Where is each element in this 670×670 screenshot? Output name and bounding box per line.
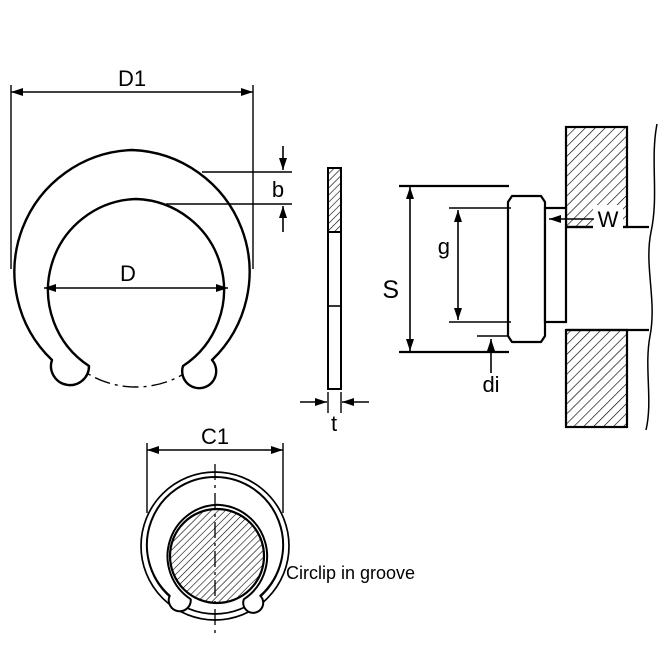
dimension-label-t: t bbox=[331, 411, 337, 436]
dimension-label-c1: C1 bbox=[201, 424, 229, 449]
dimension-c1: C1 bbox=[146, 424, 284, 513]
dimension-s: S bbox=[382, 187, 414, 351]
dimension-label-w: W bbox=[598, 207, 619, 232]
dimension-t: t bbox=[300, 392, 369, 436]
dimension-label-d1: D1 bbox=[118, 66, 146, 91]
dimension-label-s: S bbox=[382, 276, 399, 304]
groove-view-caption: Circlip in groove bbox=[286, 563, 415, 583]
assembly-view: S g di W bbox=[382, 123, 658, 431]
dimension-label-b: b bbox=[272, 177, 284, 202]
housing-wall-lower bbox=[564, 328, 629, 429]
dimension-b: b bbox=[166, 146, 292, 232]
groove-view: C1 Circlip in groove bbox=[140, 424, 415, 634]
break-line bbox=[645, 123, 658, 431]
clip-side-profile bbox=[506, 194, 547, 344]
dimension-d: D bbox=[44, 261, 228, 292]
dimension-di: di bbox=[477, 335, 507, 397]
circlip-in-groove-outline bbox=[145, 475, 285, 614]
dimension-label-g: g bbox=[438, 234, 450, 259]
clip-section-hatch bbox=[327, 167, 342, 233]
dimension-label-di: di bbox=[482, 372, 499, 397]
side-view: t bbox=[300, 167, 369, 436]
circlip-front-outline bbox=[13, 148, 251, 390]
front-view: D1 D b bbox=[10, 66, 292, 390]
shaft-section-circle bbox=[168, 507, 266, 605]
dimension-g: g bbox=[438, 207, 511, 323]
dimension-d1: D1 bbox=[10, 66, 254, 269]
label-halo bbox=[593, 205, 623, 232]
groove-block bbox=[543, 206, 568, 324]
dimension-w: W bbox=[549, 205, 623, 232]
dimension-label-d: D bbox=[120, 261, 136, 286]
